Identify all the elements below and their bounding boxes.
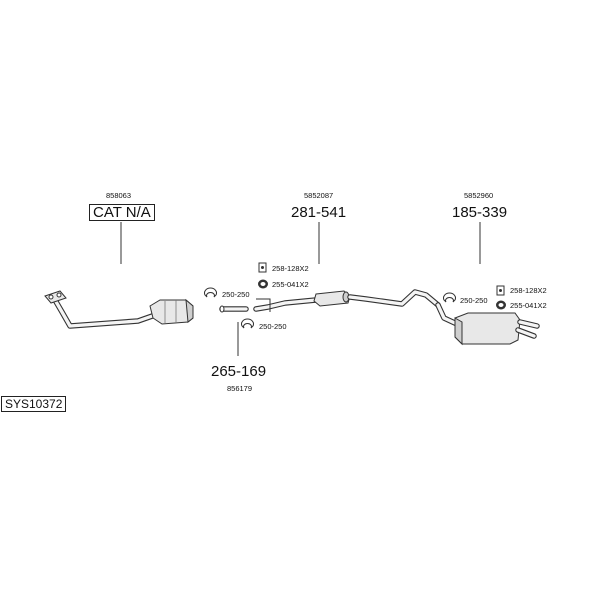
cat-part-label[interactable]: CAT N/A	[89, 204, 155, 221]
clamp-left-icon[interactable]	[204, 287, 217, 298]
connector-pipe[interactable]	[219, 305, 249, 313]
clamp-right-label[interactable]: 250-250	[460, 296, 488, 305]
middle-silencer-label[interactable]: 281-541	[291, 204, 347, 221]
clamp-right-icon[interactable]	[443, 292, 456, 303]
cat-part-code: 858063	[106, 191, 132, 200]
rear-silencer[interactable]	[454, 312, 540, 346]
system-id-label: SYS10372	[1, 396, 67, 412]
connector-pipe-code: 856179	[227, 384, 253, 393]
rear-silencer-code: 5852960	[464, 191, 494, 200]
middle-silencer-code: 5852087	[304, 191, 334, 200]
clamp-left-lower-label[interactable]: 250-250	[259, 322, 287, 331]
seal-right-label[interactable]: 255-041X2	[510, 301, 547, 310]
middle-silencer[interactable]	[313, 290, 351, 307]
seal-mid-label[interactable]: 255-041X2	[272, 280, 309, 289]
seal-mid-icon[interactable]	[258, 279, 268, 289]
clamp-left-label[interactable]: 250-250	[222, 290, 250, 299]
middle-pipe[interactable]	[253, 297, 319, 312]
rubber-mount-right-label[interactable]: 258-128X2	[510, 286, 547, 295]
front-flange	[44, 290, 67, 304]
front-pipe[interactable]	[52, 297, 161, 329]
connector-pipe-label[interactable]: 265-169	[211, 363, 267, 380]
mid-rear-pipe[interactable]	[347, 289, 441, 308]
rubber-mount-mid-icon[interactable]	[258, 262, 267, 273]
rear-silencer-label[interactable]: 185-339	[452, 204, 508, 221]
rear-pipe[interactable]	[435, 302, 460, 327]
rubber-mount-mid-label[interactable]: 258-128X2	[272, 264, 309, 273]
catalytic-converter[interactable]	[149, 298, 194, 325]
clamp-left-lower-icon[interactable]	[241, 318, 254, 329]
rubber-mount-right-icon[interactable]	[496, 285, 505, 296]
seal-right-icon[interactable]	[496, 300, 506, 310]
